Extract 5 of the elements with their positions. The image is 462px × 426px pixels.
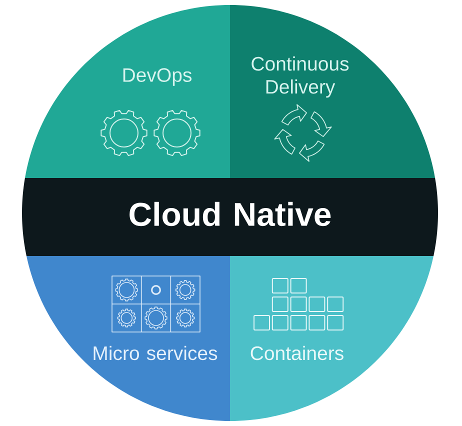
banner-band: Cloud Native — [22, 178, 438, 256]
quarter-circle-segment: Containers — [230, 256, 434, 421]
quarter-circle-segment: Continuous Delivery — [230, 5, 436, 178]
quarter-circle-segment: DevOps — [24, 5, 230, 178]
quarter-circle-segment: Micro services — [26, 256, 230, 421]
